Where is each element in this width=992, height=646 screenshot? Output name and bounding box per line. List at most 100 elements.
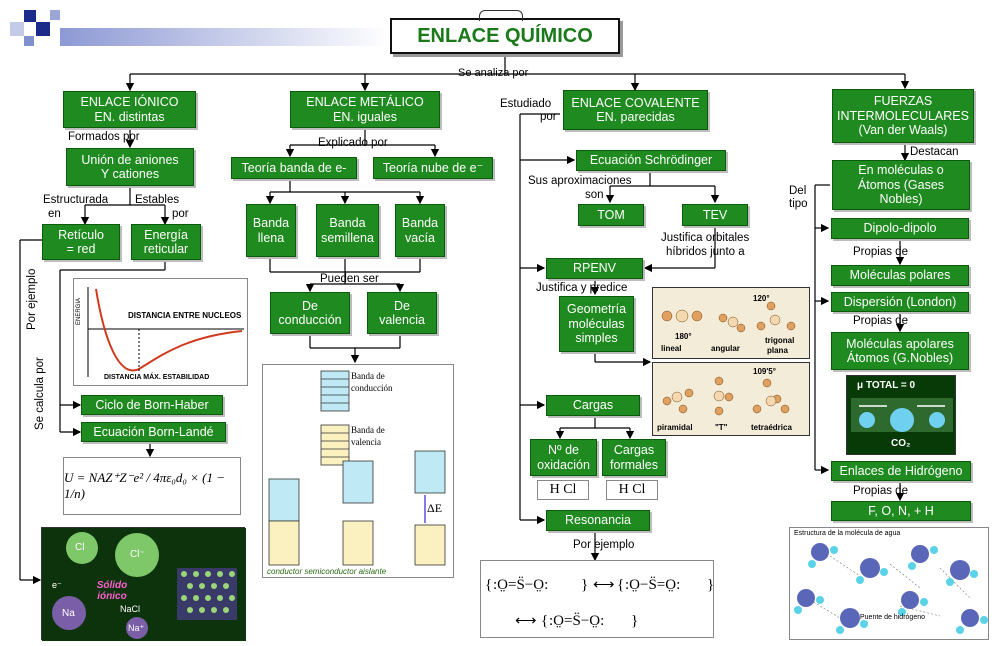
cl-atom-label: Cl xyxy=(75,542,85,553)
tev-box[interactable]: TEV xyxy=(682,204,748,226)
trigonal-label-1: trigonal xyxy=(765,336,795,345)
angle-109-label: 109'5° xyxy=(753,367,776,376)
polar-molecules-box[interactable]: Moléculas polares xyxy=(831,265,969,286)
rpenv-box[interactable]: RPENV xyxy=(546,258,643,279)
band-theory-box[interactable]: Teoría banda de e- xyxy=(231,157,357,179)
delta-e-label: ΔE xyxy=(427,501,443,515)
svg-text::O̤=S̈−O̤:: :O̤=S̈−O̤: xyxy=(549,612,604,629)
dipole-dipole-box[interactable]: Dipolo-dipolo xyxy=(831,218,969,239)
cl-ion-label: Cl⁻ xyxy=(130,549,145,560)
born-lande-formula: U = NAZ⁺Z⁻e² / 4πε₀d₀ × (1 − 1/n) xyxy=(63,457,241,515)
svg-text:{: { xyxy=(617,577,624,593)
svg-text:{: { xyxy=(541,613,548,629)
studied-label: Estudiado xyxy=(500,98,552,110)
hydrogen-bridge-label: Puente de hidrógeno xyxy=(860,614,925,621)
svg-text:}: } xyxy=(581,577,588,593)
graph-axis-label: ENERGIA xyxy=(76,297,82,325)
typical-of-label-2: Propias de xyxy=(853,315,908,327)
charges-box[interactable]: Cargas xyxy=(546,395,640,416)
intermolecular-forces-box[interactable]: FUERZAS INTERMOLECULARES (Van der Waals) xyxy=(832,89,974,143)
structured-label: Estructurada xyxy=(43,194,109,206)
svg-text:⟷: ⟷ xyxy=(515,613,537,629)
covalent-bond-box[interactable]: ENLACE COVALENTE EN. parecidas xyxy=(563,90,708,130)
justifies-orbitals-label: Justifica orbitales xyxy=(661,232,750,244)
svg-text:}: } xyxy=(707,577,714,593)
typical-of-label-1: Propias de xyxy=(853,246,908,258)
molecules-atoms-box[interactable]: En moléculas o Átomos (Gases Nobles) xyxy=(832,160,970,210)
page-title: ENLACE QUÍMICO xyxy=(390,18,620,54)
diagram-valence-line2: valencia xyxy=(351,437,381,447)
lattice-box[interactable]: Retículo = red xyxy=(42,224,120,260)
svg-text::O̤=S̈−O̤:: :O̤=S̈−O̤: xyxy=(493,576,548,593)
title-tab-decoration xyxy=(479,10,523,21)
born-haber-box[interactable]: Ciclo de Born-Haber xyxy=(81,395,223,415)
ionic-bond-box[interactable]: ENLACE IÓNICO EN. distintas xyxy=(63,91,196,128)
piramidal-label: piramidal xyxy=(657,423,693,432)
potential-curve xyxy=(95,288,243,372)
svg-text:{: { xyxy=(485,577,492,593)
na-ion-label: Na⁺ xyxy=(128,623,145,633)
band-diagram-caption: conductor semiconductor aislante xyxy=(267,567,387,576)
tom-box[interactable]: TOM xyxy=(578,204,644,226)
of-type-label-1: Del xyxy=(789,185,807,197)
dispersion-box[interactable]: Dispersión (London) xyxy=(831,292,969,312)
energy-distance-graph: DISTANCIA ENTRE NUCLEOS DISTANCIA MÁX. E… xyxy=(73,278,248,386)
lattice-energy-box[interactable]: Energía reticular xyxy=(131,224,201,260)
diagram-conduction-line2: conducción xyxy=(351,383,393,393)
angle-120-label: 120° xyxy=(753,294,770,303)
hydrogen-atoms-box[interactable]: F, O, N, + H xyxy=(831,501,971,521)
co2-label: CO₂ xyxy=(891,438,911,449)
anion-cation-union-box[interactable]: Unión de aniones Y cationes xyxy=(66,148,194,186)
cloud-theory-box[interactable]: Teoría nube de e⁻ xyxy=(373,157,493,179)
schrodinger-box[interactable]: Ecuación Schrödinger xyxy=(576,150,726,171)
band-diagram: Banda de conducción Banda de valencia ΔE… xyxy=(262,364,454,578)
analysis-label: Se analiza por xyxy=(458,67,529,79)
energy-curve-svg xyxy=(87,287,244,377)
diagram-valence-line1: Banda de xyxy=(351,425,385,435)
solid-ionic-label: Sólido iónico xyxy=(96,580,128,602)
water-structure-title: Estructura de la molécula de agua xyxy=(794,530,901,537)
geometry-box[interactable]: Geometría moléculas simples xyxy=(559,296,634,352)
resonance-box[interactable]: Resonancia xyxy=(546,510,650,531)
hydrogen-bonds-box[interactable]: Enlaces de Hidrógeno xyxy=(831,461,971,481)
trigonal-label-2: plana xyxy=(767,346,788,355)
born-lande-box[interactable]: Ecuación Born-Landé xyxy=(81,422,226,442)
lineal-label: lineal xyxy=(661,344,682,353)
resonance-example-label: Por ejemplo xyxy=(573,539,635,551)
stable-label: Estables xyxy=(135,194,180,206)
justifies-predicts-label: Justifica y predice xyxy=(536,282,628,294)
studied-by-label: por xyxy=(540,111,557,123)
mu-total-label: μ TOTAL = 0 xyxy=(857,380,916,391)
in-label: en xyxy=(48,208,61,220)
are-label: son xyxy=(585,189,604,201)
metallic-bond-box[interactable]: ENLACE METÁLICO EN. iguales xyxy=(290,91,440,128)
electron-label: e⁻ xyxy=(52,580,62,590)
apolar-molecules-box[interactable]: Moléculas apolares Átomos (G.Nobles) xyxy=(831,332,969,370)
svg-text::O̤−S̈=O̤:: :O̤−S̈=O̤: xyxy=(625,576,680,593)
typical-of-label-3: Propias de xyxy=(853,485,908,497)
of-type-label-2: tipo xyxy=(789,198,808,210)
by-label: por xyxy=(172,208,189,220)
hybrids-with-label: híbridos junto a xyxy=(666,246,745,258)
angular-label: angular xyxy=(711,344,740,353)
svg-text:⟷: ⟷ xyxy=(593,577,615,593)
co2-image: μ TOTAL = 0 CO₂ xyxy=(846,375,956,455)
formed-by-label: Formados por xyxy=(68,131,140,143)
geometry-bottom-image: 109'5° piramidal "T" tetraédrica xyxy=(652,362,810,436)
approximations-label: Sus aproximaciones xyxy=(528,175,632,187)
svg-text:}: } xyxy=(631,613,638,629)
water-structure-image: Estructura de la molécula de agua Puente… xyxy=(789,527,989,640)
diagram-conduction-line1: Banda de xyxy=(351,371,385,381)
calculated-by-vertical-label: Se calcula por xyxy=(34,357,46,430)
graph-top-label: DISTANCIA ENTRE NUCLEOS xyxy=(128,311,242,320)
geometry-top-image: 180° 120° lineal angular trigonal plana xyxy=(652,287,810,359)
angle-180-label: 180° xyxy=(675,332,692,341)
graph-bottom-label: DISTANCIA MÁX. ESTABILIDAD xyxy=(104,374,210,381)
